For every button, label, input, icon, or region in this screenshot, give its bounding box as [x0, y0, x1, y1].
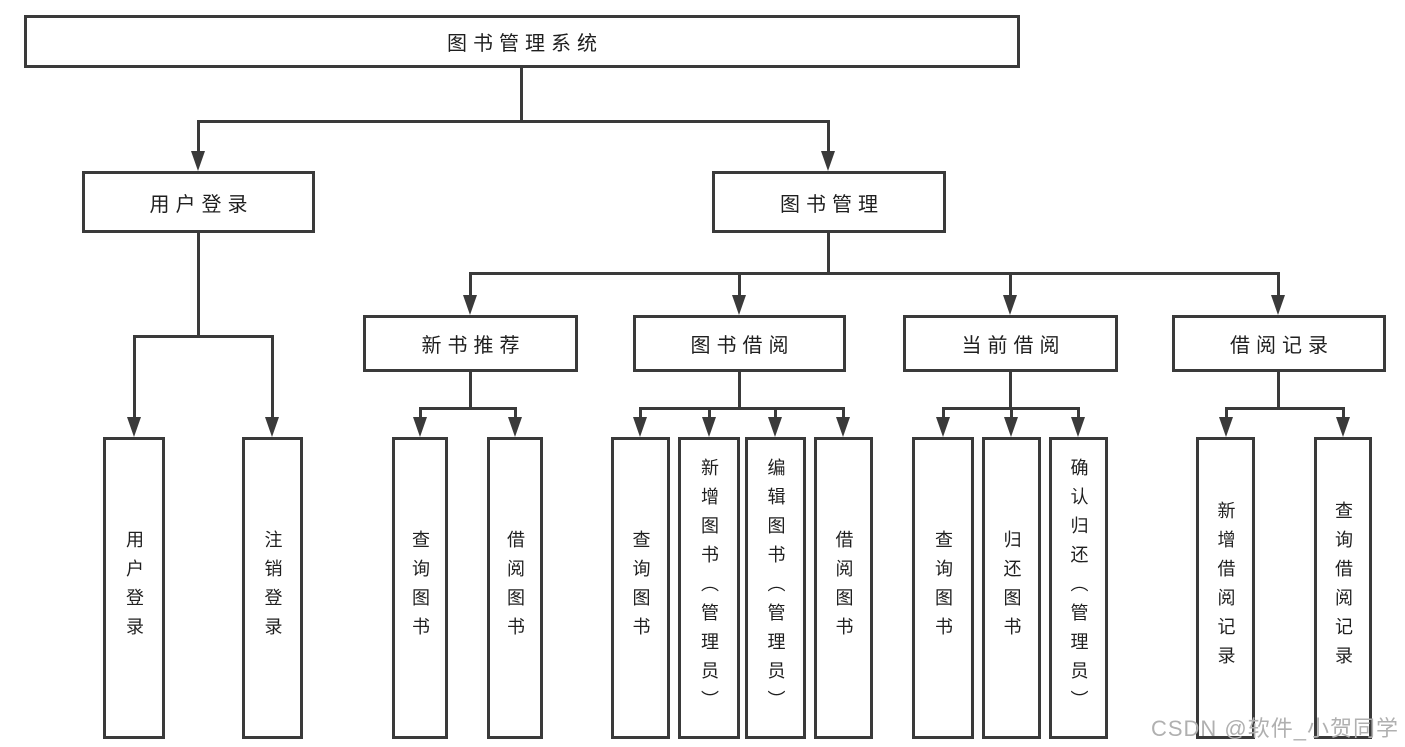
connector-vline: [738, 272, 741, 295]
connector-vline: [1277, 272, 1280, 295]
arrowhead-down-icon: [1004, 417, 1018, 437]
arrowhead-down-icon: [1219, 417, 1233, 437]
connector-vline: [827, 233, 830, 272]
arrowhead-down-icon: [127, 417, 141, 437]
arrowhead-down-icon: [1003, 295, 1017, 315]
node-root-library-system: 图书管理系统: [24, 15, 1020, 68]
connector-hline: [469, 272, 1279, 275]
arrowhead-down-icon: [836, 417, 850, 437]
leaf-add-borrow-record: 新增借阅记录: [1196, 437, 1255, 739]
node-user-login: 用户登录: [82, 171, 315, 233]
connector-vline: [774, 407, 777, 417]
arrowhead-down-icon: [463, 295, 477, 315]
connector-vline: [708, 407, 711, 417]
arrowhead-down-icon: [821, 151, 835, 171]
node-current-borrowing: 当前借阅: [903, 315, 1118, 372]
connector-vline: [639, 407, 642, 417]
arrowhead-down-icon: [508, 417, 522, 437]
connector-vline: [514, 407, 517, 417]
connector-vline: [1342, 407, 1345, 417]
connector-vline: [469, 272, 472, 295]
node-book-management: 图书管理: [712, 171, 946, 233]
arrowhead-down-icon: [936, 417, 950, 437]
connector-hline: [419, 407, 516, 410]
arrowhead-down-icon: [265, 417, 279, 437]
leaf-return-books: 归还图书: [982, 437, 1041, 739]
watermark: CSDN @软件_小贺同学: [1150, 716, 1399, 741]
connector-hline: [133, 335, 274, 338]
leaf-user-login: 用户登录: [103, 437, 165, 739]
arrowhead-down-icon: [413, 417, 427, 437]
connector-vline: [1225, 407, 1228, 417]
connector-vline: [133, 335, 136, 417]
connector-hline: [639, 407, 845, 410]
arrowhead-down-icon: [768, 417, 782, 437]
connector-vline: [469, 372, 472, 407]
leaf-confirm-return-admin: 确认归还（管理员）: [1049, 437, 1108, 739]
connector-vline: [1010, 407, 1013, 417]
leaf-query-books-borrowing: 查询图书: [611, 437, 670, 739]
leaf-borrow-books-recommend: 借阅图书: [487, 437, 543, 739]
node-new-book-recommend: 新书推荐: [363, 315, 578, 372]
connector-vline: [1009, 272, 1012, 295]
arrowhead-down-icon: [633, 417, 647, 437]
leaf-query-books-current: 查询图书: [912, 437, 974, 739]
connector-hline: [1225, 407, 1344, 410]
connector-vline: [827, 120, 830, 151]
connector-vline: [842, 407, 845, 417]
connector-vline: [197, 233, 200, 335]
arrowhead-down-icon: [1071, 417, 1085, 437]
node-book-borrowing: 图书借阅: [633, 315, 846, 372]
connector-vline: [1277, 372, 1280, 407]
connector-vline: [1009, 372, 1012, 407]
leaf-edit-book-admin: 编辑图书（管理员）: [745, 437, 806, 739]
leaf-add-book-admin: 新增图书（管理员）: [678, 437, 740, 739]
connector-vline: [520, 68, 523, 120]
arrowhead-down-icon: [1336, 417, 1350, 437]
connector-vline: [738, 372, 741, 407]
connector-hline: [197, 120, 830, 123]
arrowhead-down-icon: [702, 417, 716, 437]
connector-vline: [1077, 407, 1080, 417]
connector-vline: [271, 335, 274, 417]
arrowhead-down-icon: [191, 151, 205, 171]
arrowhead-down-icon: [1271, 295, 1285, 315]
connector-vline: [942, 407, 945, 417]
arrowhead-down-icon: [732, 295, 746, 315]
leaf-borrow-books-borrowing: 借阅图书: [814, 437, 873, 739]
node-borrowing-records: 借阅记录: [1172, 315, 1386, 372]
leaf-query-borrow-record: 查询借阅记录: [1314, 437, 1372, 739]
connector-vline: [419, 407, 422, 417]
leaf-query-books-recommend: 查询图书: [392, 437, 448, 739]
leaf-logout: 注销登录: [242, 437, 303, 739]
connector-vline: [197, 120, 200, 151]
